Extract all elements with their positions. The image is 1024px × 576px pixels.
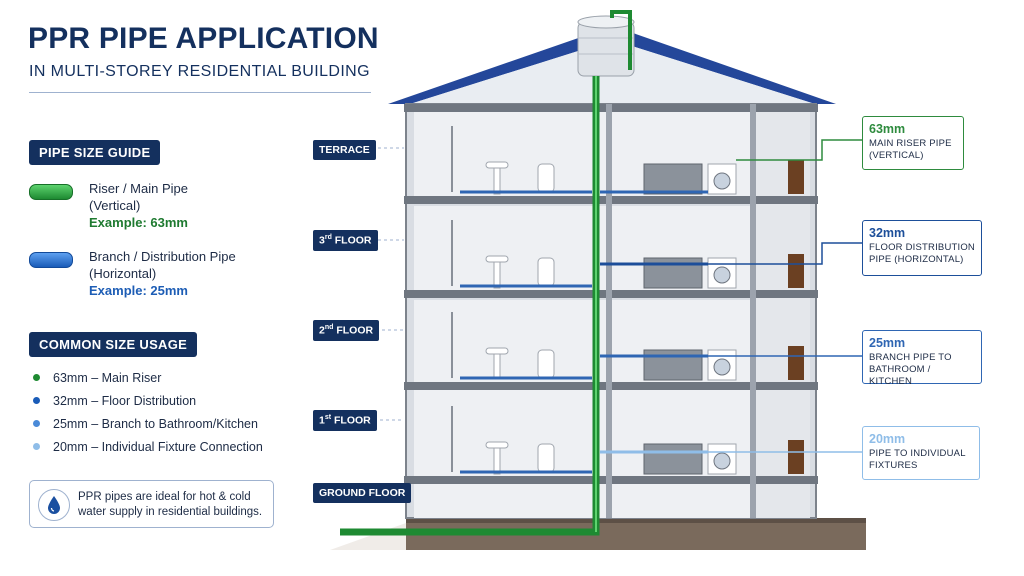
info-note: PPR pipes are ideal for hot & cold water… (29, 480, 274, 528)
floor-label-first: 1st FLOOR (313, 410, 377, 431)
size-usage-text: 20mm – Individual Fixture Connection (53, 439, 263, 454)
water-drop-icon (38, 489, 70, 521)
ground-floor-room (414, 484, 750, 518)
bullet-dot (33, 397, 40, 404)
floor-ordinal: nd (324, 324, 334, 331)
fixtures-first (451, 406, 804, 475)
branch-pipe-label: Branch / Distribution Pipe (89, 249, 236, 264)
callout-size: 63mm (869, 122, 906, 136)
floor-ordinal: rd (324, 234, 332, 241)
callout-description-line1: FLOOR DISTRIBUTION (869, 242, 975, 253)
page-title: PPR PIPE APPLICATION (28, 22, 379, 55)
callout-description-line1: MAIN RISER PIPE (869, 138, 952, 149)
riser-pipe-swatch (29, 184, 73, 200)
page-subtitle: IN MULTI-STOREY RESIDENTIAL BUILDING (29, 63, 370, 80)
floor-word: FLOOR (331, 234, 372, 247)
pipe-size-guide-heading: PIPE SIZE GUIDE (29, 140, 161, 165)
floor-label-second: 2nd FLOOR (313, 320, 380, 341)
floor-word: FLOOR (331, 414, 371, 427)
floor-word: FLOOR (333, 324, 374, 337)
bullet-dot (33, 443, 40, 450)
floor-number: 2 (319, 324, 325, 337)
bullet-dot (33, 374, 40, 381)
callout-description-line2: (VERTICAL) (869, 150, 924, 161)
callout-32mm: 32mm FLOOR DISTRIBUTION PIPE (HORIZONTAL… (862, 220, 982, 276)
callout-description-line2: PIPE (HORIZONTAL) (869, 254, 964, 265)
branch-pipe-swatch (29, 252, 73, 268)
riser-pipe-label: Riser / Main Pipe (89, 181, 188, 196)
callout-size: 25mm (869, 336, 906, 350)
water-tank (577, 10, 635, 77)
floor-label-terrace: TERRACE (313, 140, 376, 160)
callout-description-line1: PIPE TO INDIVIDUAL (869, 448, 966, 459)
callout-size: 32mm (869, 226, 906, 240)
floor-label-third: 3rd FLOOR (313, 230, 378, 251)
size-usage-item: 63mm – Main Riser (33, 366, 263, 389)
title-divider (29, 92, 371, 93)
callout-description-line2: BATHROOM / KITCHEN (869, 364, 931, 387)
floor-number: 3 (319, 234, 325, 247)
center-column (606, 104, 612, 518)
callout-description-line2: FIXTURES (869, 460, 918, 471)
size-usage-text: 63mm – Main Riser (53, 370, 162, 385)
size-usage-item: 20mm – Individual Fixture Connection (33, 435, 263, 458)
riser-pipe-legend: Riser / Main Pipe (Vertical) Example: 63… (89, 180, 188, 231)
riser-pipe-example: Example: 63mm (89, 215, 188, 230)
size-usage-item: 25mm – Branch to Bathroom/Kitchen (33, 412, 263, 435)
fixtures-terrace (451, 126, 804, 195)
branch-pipe-legend: Branch / Distribution Pipe (Horizontal) … (89, 248, 236, 299)
callout-25mm: 25mm BRANCH PIPE TO BATHROOM / KITCHEN (862, 330, 982, 387)
callout-20mm: 20mm PIPE TO INDIVIDUAL FIXTURES (862, 426, 980, 480)
floor-label-ground: GROUND FLOOR (313, 483, 412, 503)
size-usage-list: 63mm – Main Riser 32mm – Floor Distribut… (33, 366, 263, 458)
leader-63mm (736, 139, 862, 161)
callout-leaders (372, 139, 862, 493)
floor-ordinal: st (324, 414, 332, 421)
floor-number: 1 (319, 414, 325, 427)
riser-pipe-orientation: (Vertical) (89, 198, 141, 213)
leader-32mm (600, 242, 862, 265)
callout-description-line1: BRANCH PIPE TO (869, 352, 952, 363)
ground-surface (406, 518, 866, 523)
branch-pipe-orientation: (Horizontal) (89, 266, 157, 281)
size-usage-text: 25mm – Branch to Bathroom/Kitchen (53, 416, 258, 431)
size-usage-text: 32mm – Floor Distribution (53, 393, 197, 408)
callout-63mm: 63mm MAIN RISER PIPE (VERTICAL) (862, 116, 964, 170)
bullet-dot (33, 420, 40, 427)
stair-wall (750, 104, 756, 518)
size-usage-item: 32mm – Floor Distribution (33, 389, 263, 412)
common-size-usage-heading: COMMON SIZE USAGE (29, 332, 198, 357)
callout-size: 20mm (869, 432, 906, 446)
info-note-text: PPR pipes are ideal for hot & cold water… (78, 491, 263, 518)
roof (388, 26, 836, 104)
branch-pipe-example: Example: 25mm (89, 283, 188, 298)
